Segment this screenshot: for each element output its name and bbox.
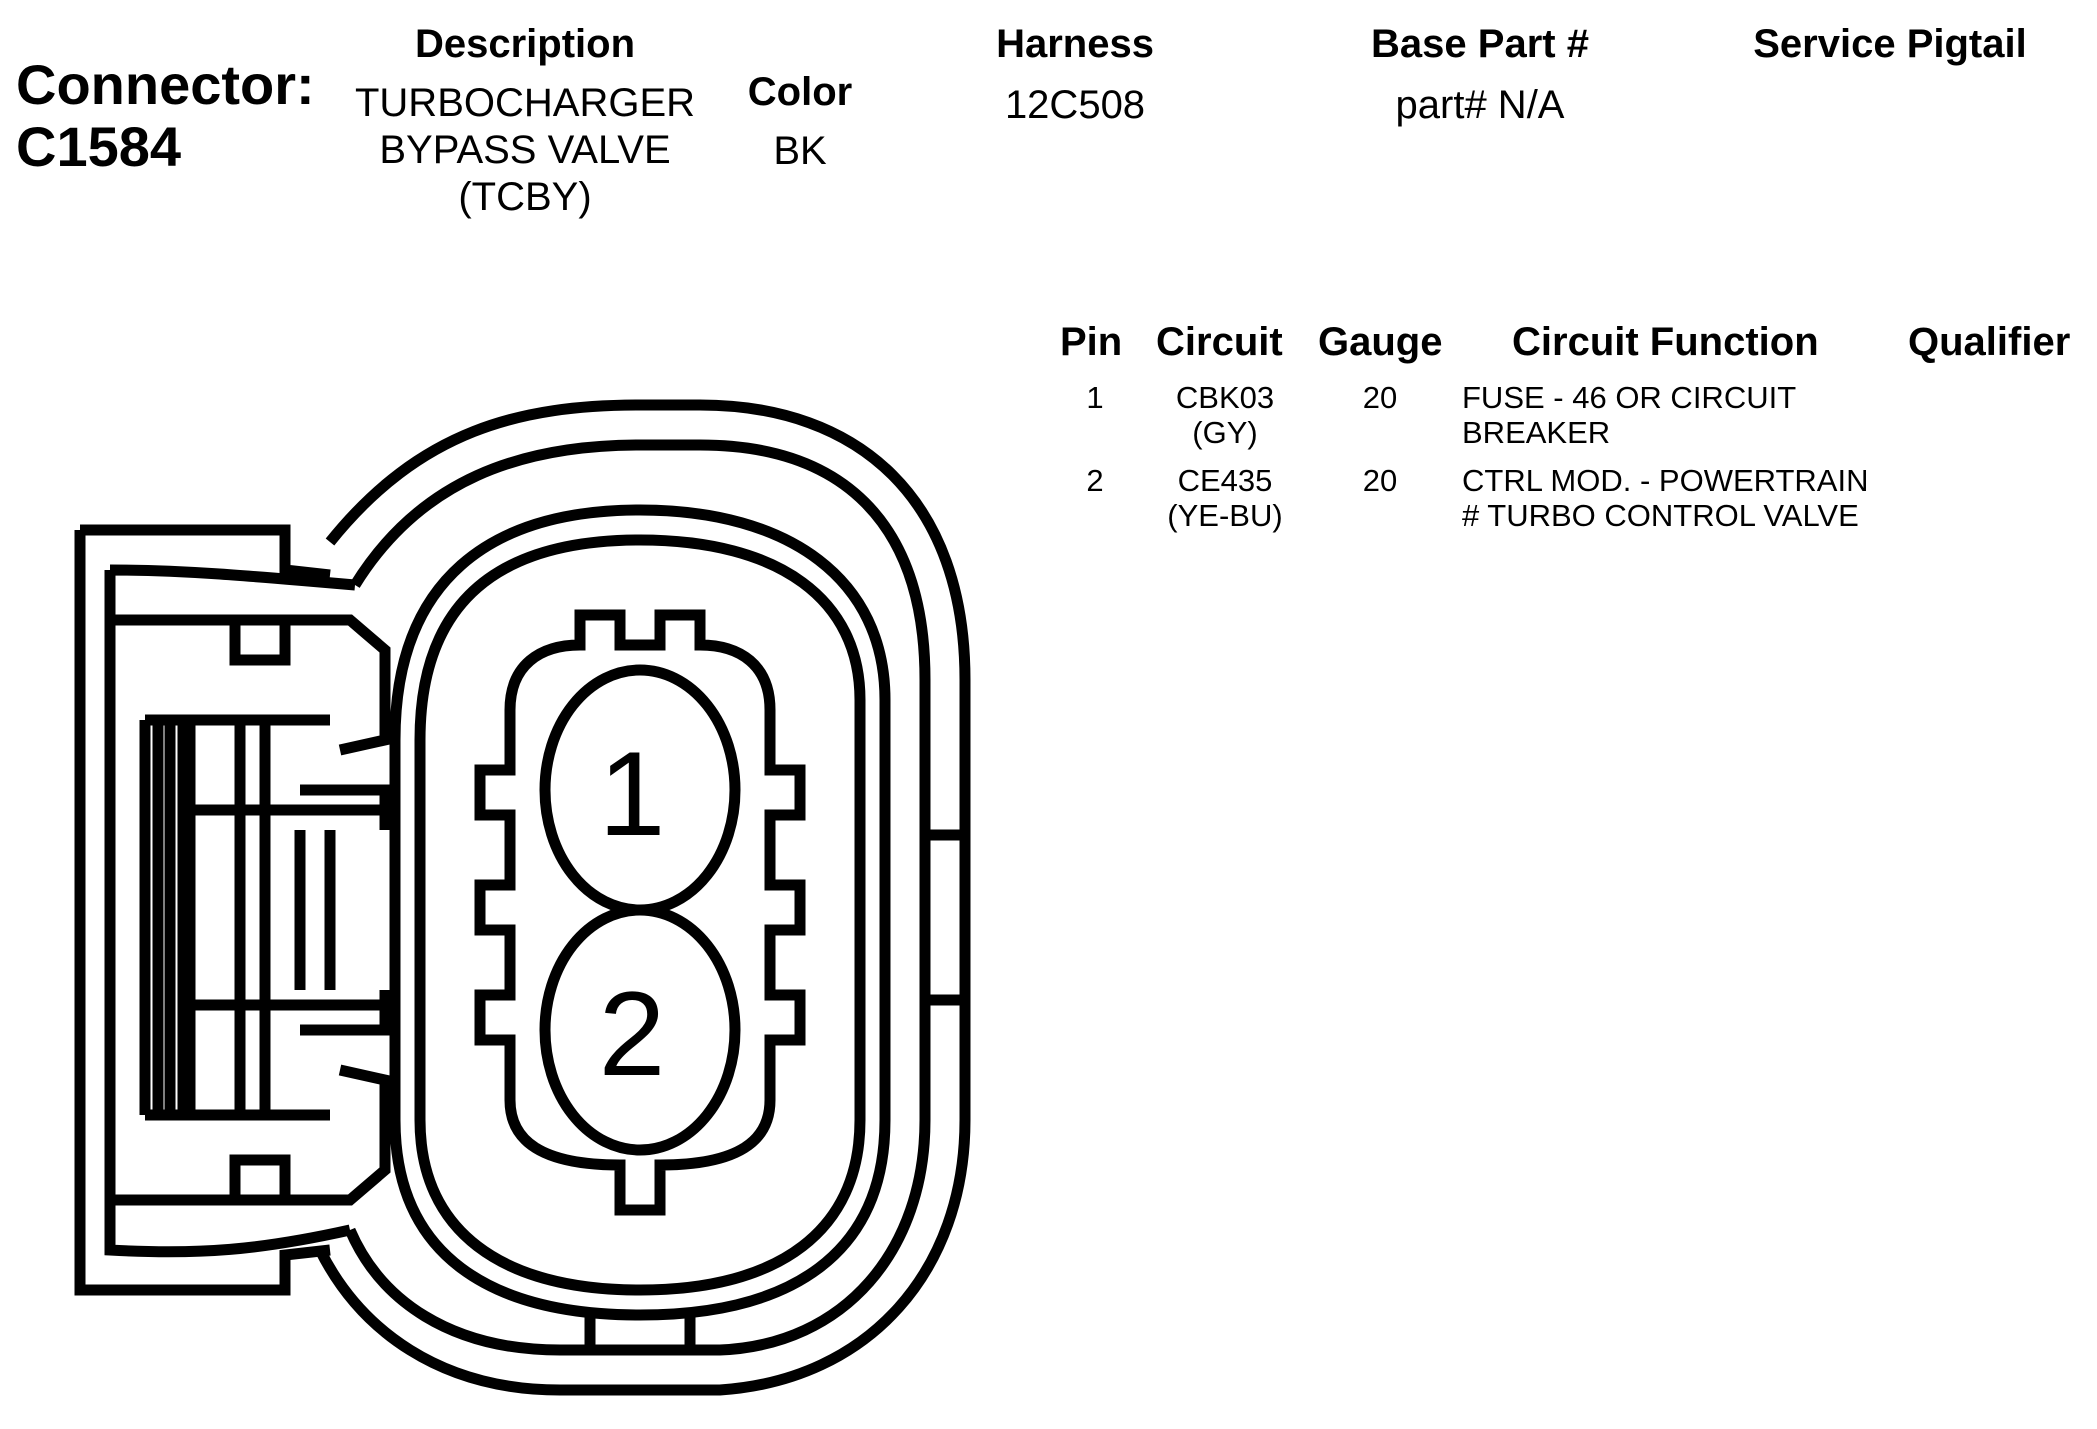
row-2-circuit-code: CE435	[1177, 463, 1273, 498]
row-1-pin: 1	[1086, 380, 1104, 415]
description-header: Description	[414, 22, 636, 66]
latch-frame	[74, 524, 331, 1296]
row-2-function-line-1: CTRL MOD. - POWERTRAIN	[1462, 463, 1869, 498]
row-1-circuit: CBK03 (GY)	[1150, 380, 1300, 450]
latch-ribs	[139, 714, 391, 1121]
description-value: TURBOCHARGER BYPASS VALVE (TCBY)	[330, 80, 720, 221]
right-side-key	[925, 829, 965, 1006]
pin-cavity-housing	[474, 609, 806, 1216]
color-header: Color	[747, 70, 853, 114]
latch-body	[110, 614, 391, 1206]
row-1-function: FUSE - 46 OR CIRCUIT BREAKER	[1462, 380, 1902, 450]
color-value: BK	[773, 129, 827, 173]
row-2-function-line-2: # TURBO CONTROL VALVE	[1462, 498, 1859, 533]
row-1-function-line-2: BREAKER	[1462, 415, 1611, 450]
service-pigtail-header: Service Pigtail	[1753, 22, 2027, 66]
latch-inner-frame	[104, 564, 356, 1258]
pin-label-1: 1	[599, 727, 666, 861]
col-header-circuit-function: Circuit Function	[1512, 320, 1819, 364]
row-1-gauge: 20	[1362, 380, 1398, 415]
row-1-circuit-color: (GY)	[1192, 415, 1258, 450]
latch-tab-top	[229, 620, 291, 666]
description-line-1: TURBOCHARGER	[354, 81, 696, 125]
col-header-qualifier: Qualifier	[1908, 320, 2071, 364]
harness-header: Harness	[996, 22, 1154, 66]
housing-inner-shell	[344, 439, 931, 1356]
row-1-function-line-1: FUSE - 46 OR CIRCUIT	[1462, 380, 1797, 415]
latch-tab-bottom	[229, 1154, 291, 1200]
harness-value: 12C508	[1004, 83, 1146, 127]
connector-label: Connector: C1584	[16, 54, 315, 178]
pin-label-2: 2	[599, 967, 666, 1101]
connector-id: C1584	[16, 115, 182, 178]
bottom-key	[584, 1315, 696, 1345]
pin-cavity-2	[539, 904, 741, 1156]
base-part-header: Base Part #	[1371, 22, 1589, 66]
base-part-value: part# N/A	[1395, 83, 1565, 127]
row-2-circuit-color: (YE-BU)	[1167, 498, 1283, 533]
description-line-2: BYPASS VALVE	[379, 128, 671, 172]
row-1-circuit-code: CBK03	[1175, 380, 1275, 415]
receptacle-inner	[389, 504, 891, 1321]
row-2-gauge: 20	[1362, 463, 1398, 498]
row-2-pin: 2	[1086, 463, 1104, 498]
connector-label-text: Connector:	[16, 53, 315, 116]
col-header-gauge: Gauge	[1318, 320, 1443, 364]
housing-outer-shell	[315, 399, 971, 1396]
description-line-3: (TCBY)	[458, 175, 592, 219]
col-header-pin: Pin	[1060, 320, 1123, 364]
col-header-circuit: Circuit	[1156, 320, 1283, 364]
receptacle-outer	[414, 534, 866, 1296]
row-2-function: CTRL MOD. - POWERTRAIN # TURBO CONTROL V…	[1462, 463, 1902, 533]
row-2-circuit: CE435 (YE-BU)	[1150, 463, 1300, 533]
